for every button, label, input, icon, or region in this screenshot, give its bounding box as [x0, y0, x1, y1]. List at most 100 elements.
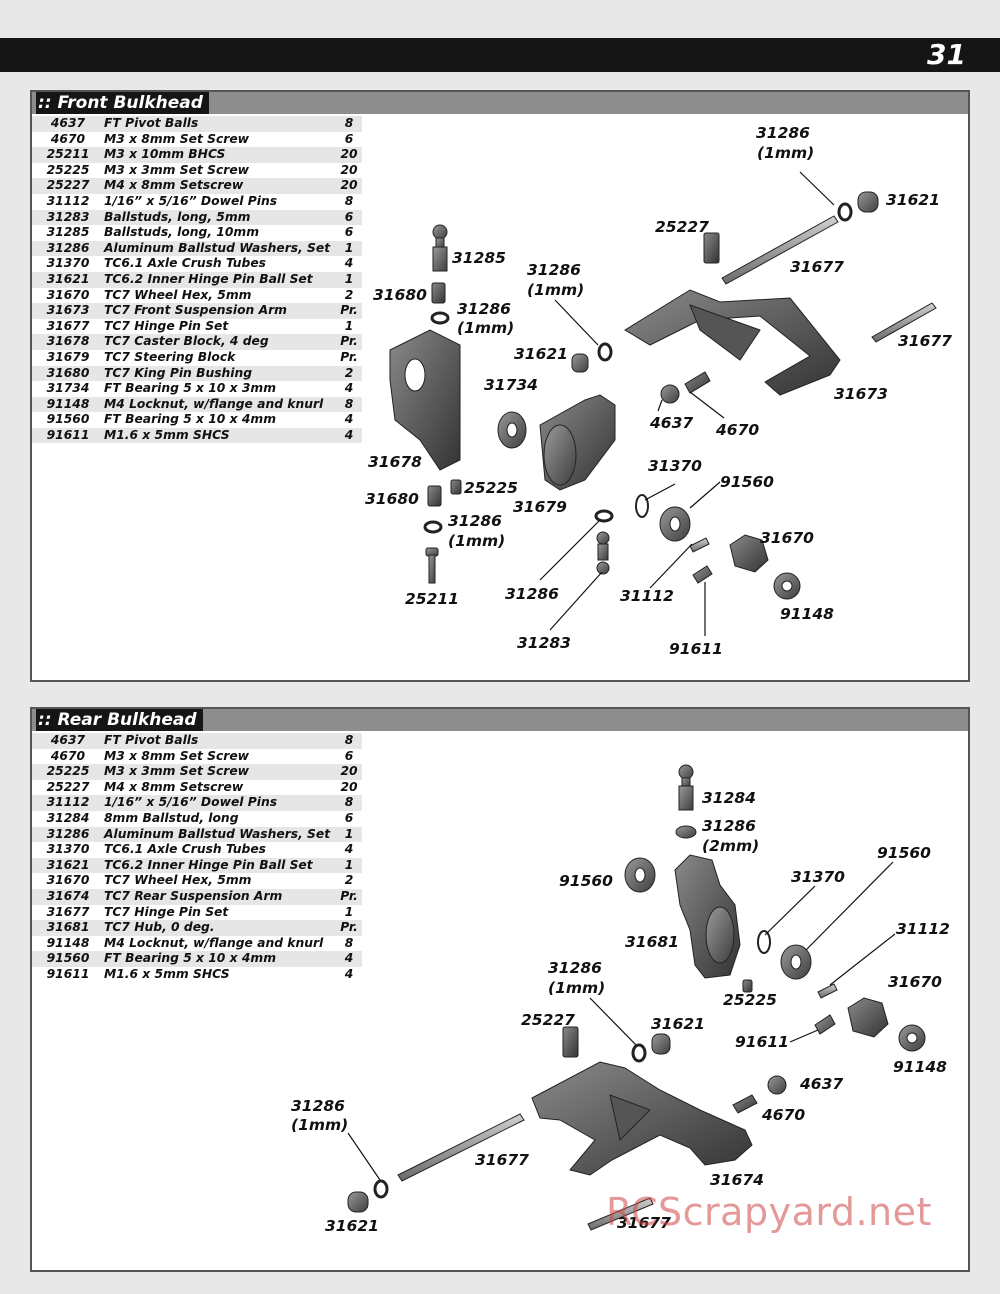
part-quantity: 8 — [336, 396, 362, 413]
part-quantity: 4 — [344, 842, 354, 857]
washer — [597, 342, 613, 362]
part-number: 31734 — [46, 381, 90, 396]
part-number: 31677 — [46, 904, 90, 919]
part-description: 1/16” x 5/16” Dowel Pins — [104, 193, 278, 208]
callout-label: 31680 — [373, 286, 427, 304]
callout-label: 4670 — [761, 1106, 805, 1124]
hinge-pin-short — [871, 302, 937, 343]
pivot-ball — [571, 353, 589, 373]
part-quantity: 1 — [336, 826, 362, 843]
part-description: TC7 Wheel Hex, 5mm — [104, 873, 252, 888]
part-description: M4 x 8mm Setscrew — [104, 178, 336, 194]
part-quantity: 4 — [336, 427, 362, 444]
setscrew — [450, 479, 462, 495]
part-quantity: 20 — [336, 764, 362, 780]
rear-parts-art — [347, 764, 926, 1231]
wheel-hex — [847, 997, 889, 1038]
part-number: 25225 — [46, 162, 90, 177]
setscrew — [703, 232, 720, 264]
setscrew — [742, 979, 753, 993]
part-description: Aluminum Ballstud Washers, Set — [104, 826, 336, 843]
axle-crush-tube — [757, 930, 771, 954]
callout-label: 91560 — [720, 473, 774, 491]
watermark: RCScrapyard.net — [606, 1190, 932, 1234]
part-quantity: 4 — [336, 951, 362, 967]
part-quantity: 8 — [344, 193, 354, 208]
part-quantity: 8 — [336, 733, 362, 749]
callout-label: 25211 — [405, 590, 459, 608]
washer — [675, 825, 697, 839]
part-description: Ballstuds, long, 5mm — [104, 209, 336, 226]
part-number: 25227 — [32, 178, 104, 194]
ballstud — [678, 764, 694, 780]
callout-label: 31286 — [457, 300, 511, 318]
washer — [423, 520, 443, 534]
part-description: M4 Locknut, w/flange and knurl — [104, 396, 336, 413]
screw — [814, 1014, 836, 1035]
part-number: 4670 — [50, 131, 86, 146]
part-number: 31286 — [32, 240, 104, 257]
hinge-pin-short — [587, 1197, 654, 1231]
axle-crush-tube — [635, 494, 649, 518]
part-number: 31670 — [46, 287, 90, 302]
part-quantity: 1 — [344, 904, 354, 919]
part-description: M4 Locknut, w/flange and knurl — [104, 935, 324, 950]
part-quantity: 6 — [344, 225, 354, 240]
part-quantity: 1 — [336, 240, 362, 257]
callout-label: 91611 — [735, 1033, 789, 1051]
callout-label: 31678 — [368, 453, 422, 471]
part-description: TC7 Wheel Hex, 5mm — [104, 287, 252, 302]
pivot-ball — [767, 1075, 787, 1095]
callout-label: 91560 — [559, 872, 613, 890]
part-number: 31677 — [46, 318, 90, 333]
part-description: TC7 Front Suspension Arm — [104, 303, 336, 319]
callout-label: 31621 — [651, 1015, 705, 1033]
part-quantity: Pr. — [336, 303, 362, 319]
pivot-ball — [347, 1191, 369, 1213]
page-number: 31 — [927, 38, 966, 71]
part-quantity: 6 — [336, 209, 362, 226]
callout-label: 31286 — [702, 817, 756, 835]
part-quantity: 1 — [336, 857, 362, 874]
washer — [631, 1043, 647, 1063]
part-number: 4637 — [32, 733, 104, 749]
part-description: M3 x 10mm BHCS — [104, 147, 336, 163]
callout-label: 31677 — [617, 1214, 671, 1232]
callout-label: 31283 — [517, 634, 571, 652]
wheel-hex — [729, 534, 769, 573]
callout-label: (1mm) — [548, 979, 605, 997]
part-number: 31285 — [46, 225, 90, 240]
part-number: 31674 — [32, 888, 104, 905]
king-pin-bushing — [431, 282, 446, 304]
part-number: 31673 — [32, 303, 104, 319]
dowel-pin — [817, 983, 838, 999]
part-number: 4670 — [50, 748, 86, 763]
part-description: M3 x 3mm Set Screw — [104, 764, 336, 780]
king-pin-bushing — [427, 485, 442, 507]
part-number: 31370 — [46, 842, 90, 857]
part-number: 31680 — [32, 365, 104, 382]
callout-label: 25225 — [464, 479, 518, 497]
callout-label: 31286 — [505, 585, 559, 603]
callout-label: 4670 — [715, 421, 759, 439]
part-number: 91560 — [32, 951, 104, 967]
part-description: FT Bearing 5 x 10 x 4mm — [104, 412, 277, 427]
part-quantity: 4 — [344, 412, 354, 427]
